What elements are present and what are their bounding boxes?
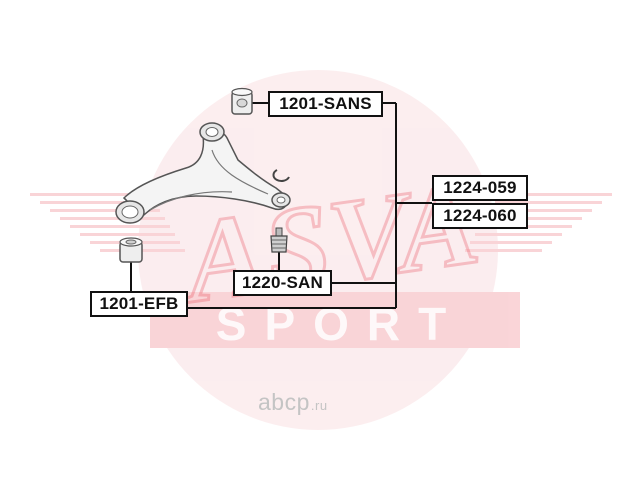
leader-lines — [130, 102, 432, 309]
part-label-arm-left: 1224-059 — [432, 175, 528, 201]
part-label-ball-joint: 1220-SAN — [233, 270, 332, 296]
arm-front-eye-hole — [121, 205, 139, 219]
site-watermark-tld: .ru — [310, 398, 328, 413]
site-watermark: abcp.ru — [258, 389, 328, 416]
upper-bushing — [231, 87, 253, 115]
watermark-tagline-text: SPORT — [216, 298, 464, 350]
part-label-upper-bushing: 1201-SANS — [268, 91, 383, 117]
part-label-arm-right: 1224-060 — [432, 203, 528, 229]
front-bushing — [119, 237, 143, 263]
ball-joint — [270, 227, 288, 253]
circlip — [272, 169, 290, 182]
site-watermark-main: abcp — [258, 389, 310, 415]
arm-ball-socket-hole — [276, 196, 286, 204]
control-arm-body — [122, 130, 288, 220]
control-arm — [115, 122, 291, 224]
control-arm-inner-edge — [211, 149, 269, 195]
part-label-front-bushing: 1201-EFB — [90, 291, 188, 317]
watermark-sport-band — [150, 292, 520, 348]
control-arm-lower-edge — [149, 191, 233, 211]
arm-rear-eye-hole — [205, 127, 219, 137]
